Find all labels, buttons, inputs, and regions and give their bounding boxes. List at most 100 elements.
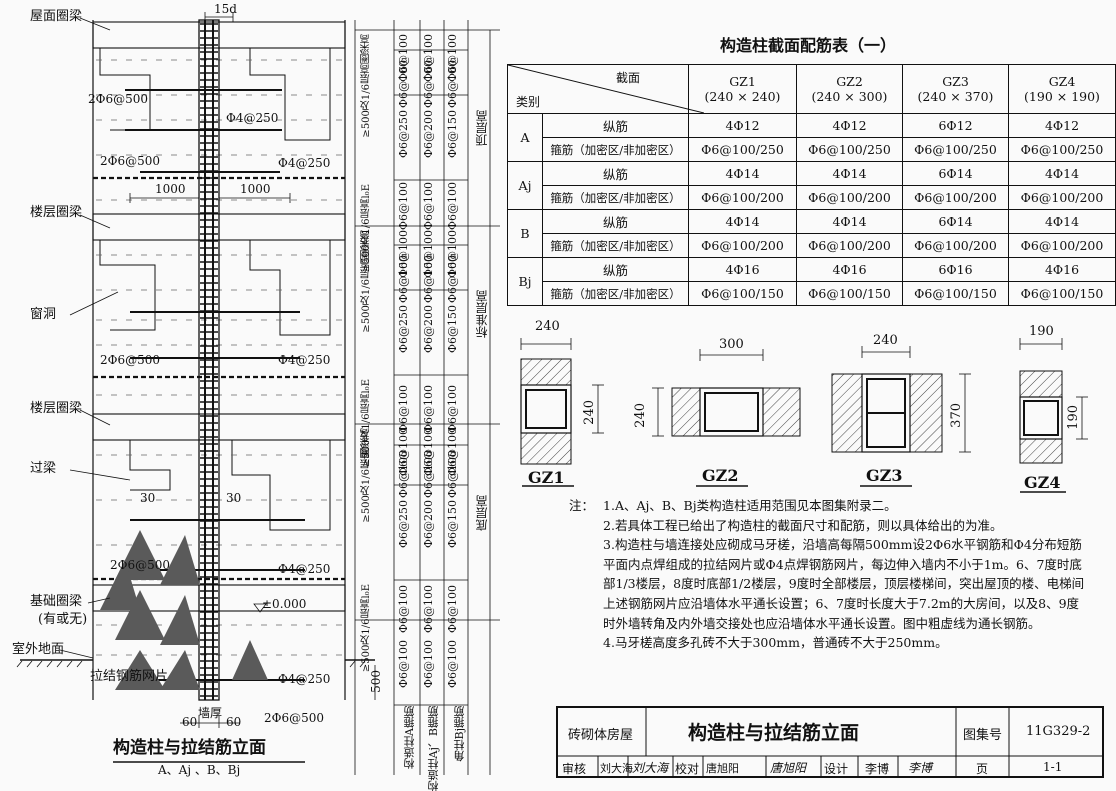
stirrup-spacing-value: Φ6@100 xyxy=(422,60,435,109)
cell-long: 4Φ14 xyxy=(796,209,903,234)
stirrup-spacing-value: Φ6@100 xyxy=(422,585,435,634)
row-long-label: 纵筋 xyxy=(542,257,689,282)
stirrup-spacing-value: Φ6@100 xyxy=(422,385,435,434)
stirrup-zone-label: ≥500及1/6层高 xyxy=(361,449,372,523)
floor-ring-beam-label-2: 楼层圈梁 xyxy=(30,401,83,416)
row-category: Aj xyxy=(507,161,543,210)
cell-long: 4Φ16 xyxy=(1008,257,1116,282)
stirrup-spacing-value: Φ6@200 xyxy=(422,110,435,159)
cell-stirrup: Φ6@100/200 xyxy=(902,233,1009,258)
col-gz4: GZ4(190 × 190) xyxy=(1008,64,1116,114)
cell-stirrup: Φ6@100/200 xyxy=(902,185,1009,210)
stirrup-spacing-value: Φ6@100 xyxy=(422,255,435,304)
col-gz3: GZ3(240 × 370) xyxy=(902,64,1009,114)
tb-checker-signature: 唐旭阳 xyxy=(770,761,807,775)
stirrup-spacing-value: Φ6@250 xyxy=(397,500,410,549)
cell-stirrup: Φ6@100/200 xyxy=(796,233,903,258)
row-stirrup-label: 箍筋（加密区/非加密区） xyxy=(542,281,689,306)
tb-checker: 唐旭阳 xyxy=(706,762,739,775)
cell-stirrup: Φ6@100/150 xyxy=(1008,281,1116,306)
tb-atlas-label: 图集号 xyxy=(963,728,1003,743)
stirrup-spacing-value: Φ6@250 xyxy=(397,305,410,354)
cell-stirrup: Φ6@100/200 xyxy=(1008,185,1116,210)
stirrup-legend-aj-b: 构造柱Aj、B箍筋 xyxy=(427,706,440,791)
stirrup-spacing-value: Φ6@100 xyxy=(422,640,435,689)
tb-atlas-no: 11G329-2 xyxy=(1026,724,1091,739)
row-stirrup-label: 箍筋（加密区/非加密区） xyxy=(542,233,689,258)
dim-1000-right: 1000 xyxy=(240,182,271,196)
openings xyxy=(99,48,331,531)
header-section: 截面 xyxy=(615,71,640,85)
stirrup-spacing-value: Φ6@100 xyxy=(397,255,410,304)
tb-page-label: 页 xyxy=(976,762,989,776)
stirrup-spacing-value: Φ6@100 xyxy=(422,182,435,231)
gz1-name: GZ1 xyxy=(528,468,565,487)
rebar-label: Φ4@250 xyxy=(278,353,331,367)
leader-lines xyxy=(59,17,131,659)
cell-long: 4Φ14 xyxy=(1008,209,1116,234)
roof-ring-beam-label: 屋面圈梁 xyxy=(30,9,83,24)
rebar-label: Φ4@250 xyxy=(278,562,331,576)
cell-long: 6Φ16 xyxy=(902,257,1009,282)
stirrup-spacing-value: Φ6@100 xyxy=(397,640,410,689)
masonry-teeth xyxy=(100,530,268,690)
stirrup-legend-bj: 角柱Bj箍筋 xyxy=(453,706,466,762)
table-header-diagonal: 截面 类别 xyxy=(507,64,704,114)
tb-review-label: 审核 xyxy=(562,762,587,776)
lintel-label: 过梁 xyxy=(30,461,57,476)
floor-standard-label: 标准层高 xyxy=(475,290,489,338)
elevation-title: 构造柱与拉结筋立面 xyxy=(113,738,266,758)
stirrup-spacing-value: Φ6@100 xyxy=(446,450,459,499)
dim-60-right: 60 xyxy=(226,715,242,729)
table-title: 构造柱截面配筋表（一） xyxy=(720,36,897,55)
wall-thickness-label: 墙厚 xyxy=(198,706,223,720)
dim-1000-left: 1000 xyxy=(155,182,186,196)
gz3-width: 240 xyxy=(873,333,898,348)
stirrup-spacing-value: Φ6@150 xyxy=(446,305,459,354)
floor-bottom-label: 底层高 xyxy=(475,495,489,531)
title-block: 砖砌体房屋 构造柱与拉结筋立面 图集号 11G329-2 审核 刘大海 刘大海 … xyxy=(556,706,1104,778)
gz2-name: GZ2 xyxy=(702,466,739,485)
stirrup-spacing-value: Φ6@150 xyxy=(446,500,459,549)
cell-stirrup: Φ6@100/200 xyxy=(796,185,903,210)
cell-long: 6Φ14 xyxy=(902,161,1009,186)
rebar-label: 2Φ6@500 xyxy=(264,711,325,725)
note-3: 3.构造柱与墙连接处应砌成马牙槎，沿墙高每隔500mm设2Φ6水平钢筋和Φ4分布… xyxy=(603,537,1085,631)
cell-long: 4Φ14 xyxy=(688,161,797,186)
tb-reviewer: 刘大海 xyxy=(600,762,633,775)
dim-15d xyxy=(204,12,234,22)
col-gz2: GZ2(240 × 300) xyxy=(796,64,903,114)
tb-page: 1-1 xyxy=(1043,760,1063,774)
gz4-section xyxy=(1019,338,1088,464)
floor-top-label: 顶层高 xyxy=(475,110,489,146)
row-long-label: 纵筋 xyxy=(542,113,689,138)
rebar-label: 2Φ6@500 xyxy=(88,92,149,106)
stirrup-legend-a: 构造柱A箍筋 xyxy=(403,706,416,769)
stirrup-zone-label: ≥500及1/6层高 xyxy=(361,64,372,138)
gz2-height: 240 xyxy=(633,403,648,428)
stirrup-zone-label: 圈梁高 xyxy=(361,34,372,64)
dim-1000 xyxy=(129,193,291,203)
stirrup-spacing-value: Φ6@100 xyxy=(397,450,410,499)
gz1-section xyxy=(520,338,604,465)
stirrup-spacing-value: Φ6@100 xyxy=(446,585,459,634)
stirrup-spacing-value: Φ6@100 xyxy=(446,182,459,231)
gz2-width: 300 xyxy=(719,337,744,352)
stirrup-spacing-value: Φ6@100 xyxy=(446,60,459,109)
stirrup-zone-label: ≥500及1/6层高 xyxy=(361,259,372,333)
floor-ring-beam-label-1: 楼层圈梁 xyxy=(30,205,83,220)
cell-stirrup: Φ6@100/200 xyxy=(1008,233,1116,258)
cell-long: 4Φ12 xyxy=(1008,113,1116,138)
stirrup-spacing-value: Φ6@100 xyxy=(397,585,410,634)
cell-long: 4Φ16 xyxy=(688,257,797,282)
dim-15d-label: 15d xyxy=(214,2,237,16)
gz1-width: 240 xyxy=(535,319,560,334)
